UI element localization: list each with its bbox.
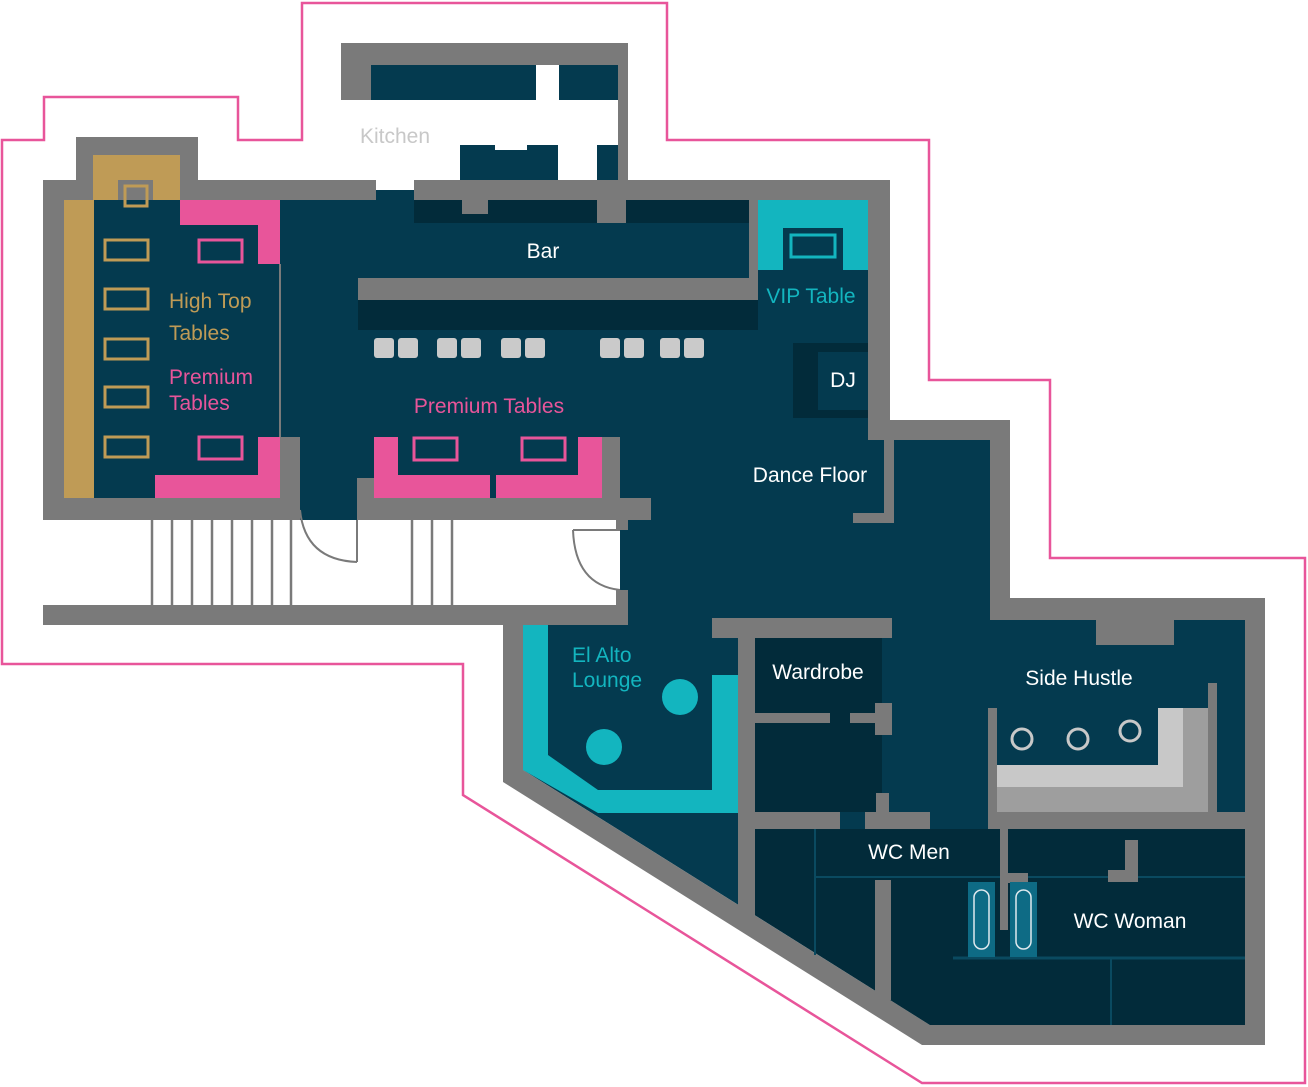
wardrobe <box>712 618 930 915</box>
walls <box>43 137 1265 1045</box>
dj-label[interactable]: DJ <box>830 369 856 392</box>
lounge-table[interactable] <box>586 729 622 765</box>
high-top-table[interactable] <box>103 287 150 311</box>
premium-tables-label[interactable]: Premium Tables <box>414 395 564 418</box>
dj-booth <box>793 343 868 418</box>
el-alto-label-line2[interactable]: Lounge <box>572 669 642 692</box>
vip-table[interactable] <box>789 233 837 259</box>
el-alto-lounge <box>523 625 738 813</box>
side-hustle-stool[interactable] <box>1010 727 1034 751</box>
high-top-table[interactable] <box>103 385 150 409</box>
side-hustle-label[interactable]: Side Hustle <box>1025 667 1132 690</box>
stairs-right <box>410 520 454 605</box>
lounge-table[interactable] <box>662 679 698 715</box>
el-alto-label-line1[interactable]: El Alto <box>572 644 632 667</box>
premium-table[interactable] <box>197 238 244 264</box>
high-top-label-line2[interactable]: Tables <box>169 322 230 345</box>
main-floor <box>64 190 1245 1025</box>
bar-area <box>358 200 758 330</box>
wc-men-label[interactable]: WC Men <box>868 841 950 864</box>
wc-woman-label[interactable]: WC Woman <box>1074 910 1187 933</box>
premium-table[interactable] <box>520 436 567 462</box>
premium-left-label-line2[interactable]: Tables <box>169 392 230 415</box>
bar-stool[interactable] <box>461 338 481 358</box>
bar-stool[interactable] <box>684 338 704 358</box>
bar-stools <box>374 338 704 358</box>
vip-area <box>758 200 868 270</box>
high-top-label-line1[interactable]: High Top <box>169 290 252 313</box>
side-hustle <box>988 683 1245 829</box>
sink <box>1010 882 1037 957</box>
kitchen-label[interactable]: Kitchen <box>360 125 430 148</box>
bar-label[interactable]: Bar <box>527 240 560 263</box>
premium-table[interactable] <box>197 435 244 461</box>
wc-details <box>814 829 1245 1025</box>
high-top-table[interactable] <box>103 435 150 459</box>
door-right <box>572 529 621 591</box>
side-hustle-stool[interactable] <box>1118 719 1142 743</box>
high-top-table[interactable] <box>103 238 150 262</box>
bar-stool[interactable] <box>660 338 680 358</box>
high-top-table[interactable] <box>103 337 150 361</box>
door-left <box>299 509 358 563</box>
bar-stool[interactable] <box>600 338 620 358</box>
bar-stool[interactable] <box>525 338 545 358</box>
premium-left-label-line1[interactable]: Premium <box>169 366 253 389</box>
bar-stool[interactable] <box>398 338 418 358</box>
bar-stool[interactable] <box>624 338 644 358</box>
high-top-tables-area <box>64 155 281 498</box>
vip-table-label[interactable]: VIP Table <box>766 285 855 308</box>
kitchen <box>341 43 628 180</box>
stairs-left <box>150 520 293 605</box>
side-hustle-stool[interactable] <box>1066 727 1090 751</box>
high-top-table[interactable] <box>123 184 149 208</box>
wardrobe-label[interactable]: Wardrobe <box>772 661 863 684</box>
premium-tables-area <box>374 436 602 498</box>
dance-floor-label[interactable]: Dance Floor <box>753 464 867 487</box>
bar-stool[interactable] <box>501 338 521 358</box>
bar-stool[interactable] <box>374 338 394 358</box>
premium-table[interactable] <box>412 436 459 462</box>
bar-stool[interactable] <box>437 338 457 358</box>
sink <box>968 882 995 957</box>
